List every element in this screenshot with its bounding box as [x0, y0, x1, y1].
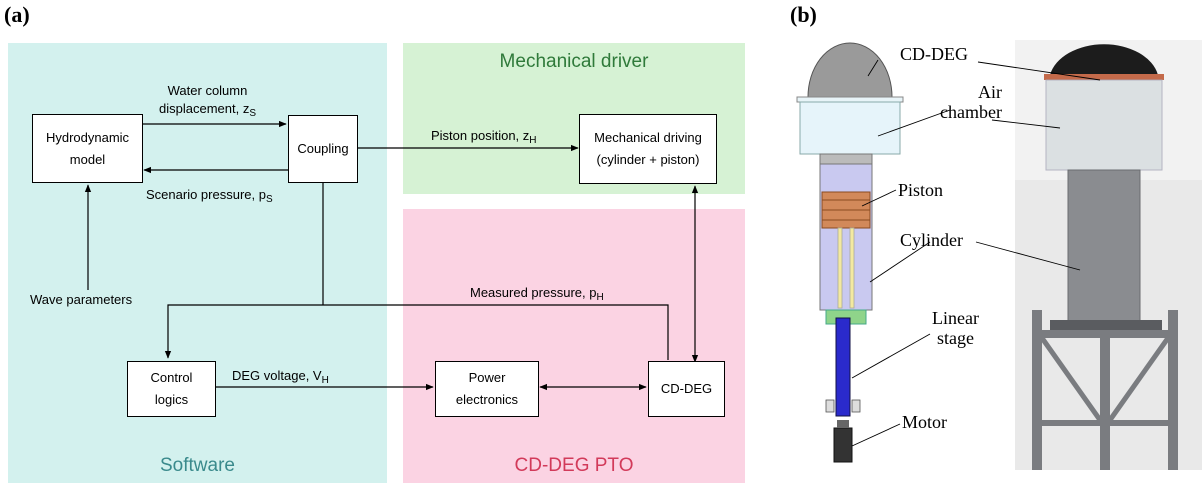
hydrodynamic-model-label-2: model [69, 151, 106, 167]
mechanical-driving-label-2: (cylinder + piston) [596, 152, 700, 167]
water-column-label: Water column displacement, zS [159, 83, 256, 119]
mechanical-driving-box: Mechanical driving (cylinder + piston) [579, 114, 717, 184]
panel-a-label: (a) [4, 2, 30, 27]
motor-callout: Motor [902, 412, 947, 432]
scenario-pressure-label: Scenario pressure, pS [146, 187, 273, 205]
power-electronics-label-2: electronics [455, 392, 519, 407]
coupling-box: Coupling [288, 115, 358, 183]
pto-region-title: CD-DEG PTO [514, 455, 634, 476]
air-chamber-callout: Air chamber [940, 82, 1002, 122]
deg-voltage-label: DEG voltage, VH [232, 368, 329, 386]
cd-deg-dome [807, 42, 893, 98]
cd-deg-label: CD-DEG [660, 381, 713, 396]
wave-parameters-label: Wave parameters [30, 292, 133, 307]
piston-callout: Piston [898, 180, 944, 200]
panel-b-label: (b) [790, 2, 817, 27]
hydrodynamic-model-box: Hydrodynamic model [32, 114, 143, 183]
pto-region: CD-DEG PTO [403, 209, 745, 483]
piston-rod [837, 227, 843, 309]
cylinder-top-band [819, 153, 873, 165]
air-chamber [799, 101, 901, 155]
linear-stage [835, 317, 851, 417]
hydrodynamic-model-label-1: Hydrodynamic [45, 129, 130, 145]
measured-pressure-line [164, 304, 669, 360]
coupling-label: Coupling [297, 141, 349, 156]
control-logics-box: Control logics [127, 361, 216, 417]
cd-deg-box: CD-DEG [648, 361, 725, 417]
cylinder-body [819, 153, 873, 311]
power-electronics-label-1: Power [468, 370, 506, 385]
cd-deg-callout: CD-DEG [900, 44, 968, 64]
control-logics-label-1: Control [150, 370, 193, 385]
linear-stage-callout: Linear stage [932, 308, 979, 348]
cylinder-callout: Cylinder [900, 230, 963, 250]
piston-position-label: Piston position, zH [431, 128, 537, 146]
mechanical-driving-label-1: Mechanical driving [594, 130, 702, 145]
control-logics-label-2: logics [154, 392, 189, 407]
mechanical-driver-region-title: Mechanical driver [499, 51, 649, 72]
software-region-title: Software [160, 455, 235, 476]
measured-pressure-label: Measured pressure, pH [470, 285, 604, 303]
power-electronics-box: Power electronics [435, 361, 539, 417]
